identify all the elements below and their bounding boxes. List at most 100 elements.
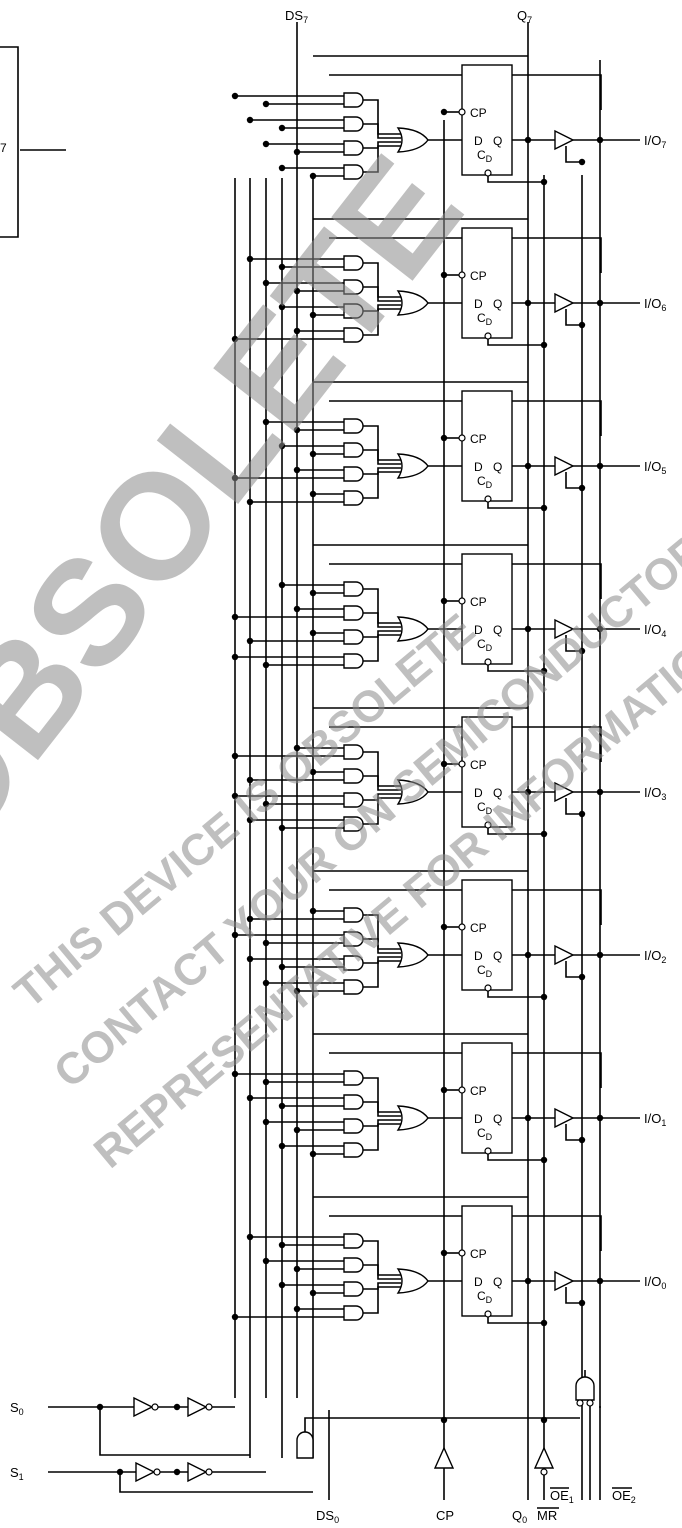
clear-bubble bbox=[484, 495, 492, 503]
junction-dot bbox=[231, 474, 239, 482]
and-gate-3 bbox=[343, 1305, 364, 1321]
junction-dot bbox=[540, 993, 548, 1001]
and-to-or-wire bbox=[363, 914, 401, 950]
flip-flop-box bbox=[461, 879, 513, 991]
s0-inverter-1-bubble bbox=[151, 1403, 159, 1411]
stage-link-top bbox=[329, 400, 602, 436]
and-gate-3 bbox=[343, 653, 364, 669]
junction-dot bbox=[578, 810, 586, 818]
enable-wire bbox=[565, 1287, 582, 1304]
flip-flop-box bbox=[461, 390, 513, 502]
s1-inverter-2-bubble bbox=[205, 1468, 213, 1476]
and-to-or-wire bbox=[363, 1286, 401, 1314]
junction-dot bbox=[440, 597, 448, 605]
s1-true-route bbox=[119, 1472, 313, 1493]
ff-q-label: Q bbox=[493, 1112, 502, 1126]
junction-dot bbox=[578, 158, 586, 166]
ff-cp-label: CP bbox=[470, 432, 487, 446]
label-ds0: DS0 bbox=[316, 1508, 339, 1525]
clear-bubble bbox=[484, 1310, 492, 1318]
junction-dot bbox=[293, 605, 301, 613]
and-gate-2 bbox=[343, 955, 364, 971]
enable-wire bbox=[565, 961, 582, 978]
clear-wire bbox=[487, 991, 544, 998]
enable-wire bbox=[565, 309, 582, 326]
clear-bubble bbox=[484, 332, 492, 340]
junction-dot bbox=[440, 1086, 448, 1094]
mr-input-buffer bbox=[533, 1446, 555, 1469]
enable-wire bbox=[565, 798, 582, 815]
and-gate-0 bbox=[343, 581, 364, 597]
junction-dot bbox=[309, 311, 317, 319]
and-gate-0 bbox=[343, 744, 364, 760]
junction-dot bbox=[262, 100, 270, 108]
junction-dot bbox=[524, 299, 532, 307]
oe-and-bubble-1 bbox=[576, 1399, 584, 1407]
junction-dot bbox=[262, 1118, 270, 1126]
junction-dot bbox=[231, 92, 239, 100]
oe-and-bubble-2 bbox=[586, 1399, 594, 1407]
io-label-sub: 4 bbox=[661, 629, 666, 639]
ff-cp-label: CP bbox=[470, 106, 487, 120]
ff-d-label: D bbox=[474, 297, 483, 311]
and-gate-2 bbox=[343, 140, 364, 156]
clear-wire bbox=[487, 339, 544, 346]
clear-wire bbox=[487, 1154, 544, 1161]
junction-dot bbox=[540, 178, 548, 186]
s0-inverter-2-bubble bbox=[205, 1403, 213, 1411]
and-gate-3 bbox=[343, 979, 364, 995]
junction-dot bbox=[173, 1468, 181, 1476]
clear-bubble bbox=[484, 1147, 492, 1155]
output-buffer bbox=[554, 292, 575, 314]
and-gate-3 bbox=[343, 1142, 364, 1158]
junction-dot bbox=[293, 987, 301, 995]
and-gate-1 bbox=[343, 605, 364, 621]
label-s1: S1 bbox=[10, 1465, 24, 1482]
ff-cp-label: CP bbox=[470, 921, 487, 935]
or-gate bbox=[396, 127, 429, 153]
junction-dot bbox=[309, 172, 317, 180]
and-to-or-wire bbox=[363, 1264, 401, 1280]
stage-link-top bbox=[329, 563, 602, 599]
output-buffer bbox=[554, 455, 575, 477]
output-buffer bbox=[554, 944, 575, 966]
and-gate-2 bbox=[343, 466, 364, 482]
junction-dot bbox=[293, 1265, 301, 1273]
and-to-or-wire bbox=[363, 123, 401, 139]
junction-dot bbox=[278, 1281, 286, 1289]
and-to-or-wire bbox=[363, 308, 401, 336]
junction-dot bbox=[524, 1277, 532, 1285]
junction-dot bbox=[293, 1126, 301, 1134]
junction-dot bbox=[231, 1313, 239, 1321]
junction-dot bbox=[440, 108, 448, 116]
junction-dot bbox=[440, 1416, 448, 1424]
label-q7: Q7 bbox=[517, 8, 532, 25]
junction-dot bbox=[596, 1114, 604, 1122]
ff-cp-label: CP bbox=[470, 1084, 487, 1098]
ff-d-label: D bbox=[474, 623, 483, 637]
enable-wire bbox=[565, 472, 582, 489]
and-gate-0 bbox=[343, 92, 364, 108]
junction-dot bbox=[578, 647, 586, 655]
ff-q-label: Q bbox=[493, 460, 502, 474]
and-to-or-wire bbox=[363, 751, 401, 787]
and-to-or-wire bbox=[363, 938, 401, 954]
and-to-or-wire bbox=[363, 141, 401, 149]
junction-dot bbox=[246, 255, 254, 263]
select-and-output bbox=[304, 1417, 580, 1432]
and-to-or-wire bbox=[363, 634, 401, 662]
and-gate-1 bbox=[343, 1257, 364, 1273]
io-label: I/O7 bbox=[644, 133, 666, 150]
or-gate bbox=[396, 942, 429, 968]
junction-dot bbox=[540, 667, 548, 675]
and-to-or-wire bbox=[363, 960, 401, 988]
junction-dot bbox=[309, 450, 317, 458]
ff-d-label: D bbox=[474, 1112, 483, 1126]
junction-dot bbox=[309, 768, 317, 776]
and-gate-1 bbox=[343, 116, 364, 132]
junction-dot bbox=[278, 263, 286, 271]
or-gate bbox=[396, 779, 429, 805]
junction-dot bbox=[596, 788, 604, 796]
